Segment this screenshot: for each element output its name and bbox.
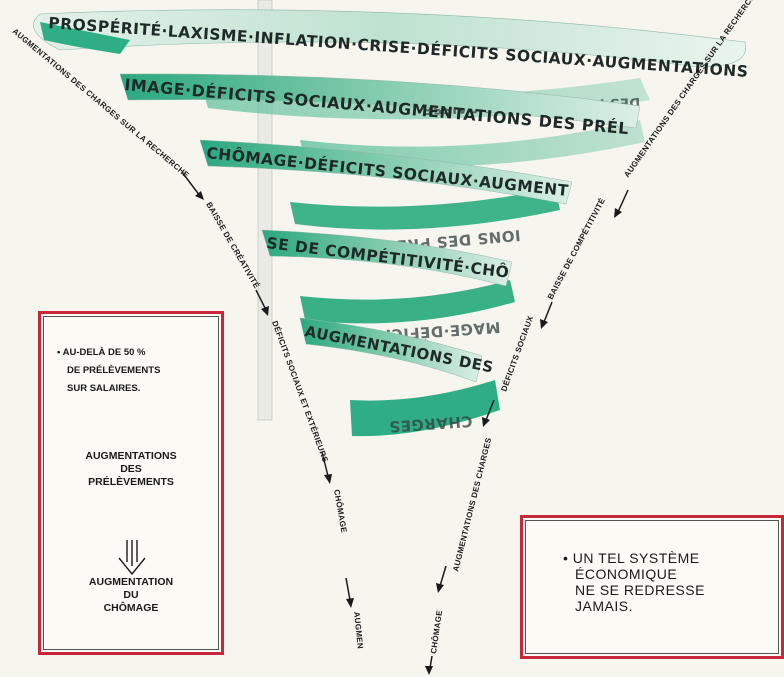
back-band-4 bbox=[300, 280, 515, 324]
band-2 bbox=[119, 73, 641, 129]
band-3 bbox=[199, 139, 573, 205]
left-arrowhead-4 bbox=[346, 598, 354, 608]
band-1-tail bbox=[40, 22, 130, 54]
right-box-line-2: ÉCONOMIQUE bbox=[575, 566, 678, 582]
band-4 bbox=[261, 229, 513, 287]
left-box-effect: AUGMENTATION DU CHÔMAGE bbox=[41, 576, 221, 615]
left-explanation-box: • AU-DELÀ DE 50 % DE PRÉLÈVEMENTS SUR SA… bbox=[38, 311, 224, 655]
left-box-cause: AUGMENTATIONS DES PRÉLÈVEMENTS bbox=[41, 450, 221, 489]
back-text-4: CHARGES bbox=[388, 412, 473, 436]
right-arrowhead-2 bbox=[540, 319, 548, 329]
left-box-cause-line-2: DES bbox=[120, 463, 142, 475]
back-band-3 bbox=[290, 188, 560, 230]
spiral-axis bbox=[257, 0, 273, 421]
left-creativite: BAISSE DE CRÉATIVITÉ bbox=[204, 201, 261, 291]
right-deficits: DÉFICITS SOCIAUX bbox=[499, 314, 535, 393]
right-arrowhead-4 bbox=[436, 583, 444, 593]
left-chomage: CHÔMAGE bbox=[332, 489, 349, 534]
right-arrow-3 bbox=[485, 399, 495, 421]
left-box-bullet-line-1: • AU-DELÀ DE 50 % bbox=[57, 347, 146, 358]
left-arrow-1 bbox=[181, 171, 201, 197]
left-arrow-4 bbox=[345, 577, 351, 601]
left-arrowhead-1 bbox=[195, 191, 204, 200]
right-box-line-4: JAMAIS. bbox=[575, 598, 633, 614]
right-box-text: • UN TEL SYSTÈME ÉCONOMIQUE NE SE REDRES… bbox=[563, 550, 763, 614]
right-arrow-4 bbox=[439, 565, 447, 587]
right-box-line-1: • UN TEL SYSTÈME bbox=[563, 550, 700, 566]
left-box-effect-line-1: AUGMENTATION bbox=[88, 576, 174, 588]
right-box-line-3: NE SE REDRESSE bbox=[575, 582, 705, 598]
right-chomage: CHÔMAGE bbox=[429, 609, 444, 654]
left-arrowhead-2 bbox=[261, 306, 269, 316]
back-band-5 bbox=[350, 380, 500, 437]
left-box-cause-line-3: PRÉLÈVEMENTS bbox=[88, 476, 174, 488]
implies-arrow-icon bbox=[118, 540, 146, 576]
right-arrow-2 bbox=[543, 301, 553, 323]
left-arrow-3 bbox=[321, 451, 329, 477]
left-box-bullet-line-2: DE PRÉLÈVEMENTS bbox=[67, 365, 161, 376]
left-box-bullet: • AU-DELÀ DE 50 % DE PRÉLÈVEMENTS SUR SA… bbox=[57, 344, 217, 398]
left-box-effect-line-3: CHÔMAGE bbox=[103, 602, 159, 614]
right-arrowhead-3 bbox=[482, 417, 490, 427]
right-competitivite: BAISSE DE COMPÉTITIVITÉ bbox=[546, 196, 607, 301]
band-5 bbox=[299, 317, 483, 383]
right-arrow-1 bbox=[617, 189, 629, 213]
left-arrowhead-3 bbox=[324, 474, 332, 484]
left-arrow-2 bbox=[255, 289, 267, 311]
spiral-front-bands bbox=[33, 9, 747, 383]
left-box-bullet-line-3: SUR SALAIRES. bbox=[67, 383, 141, 394]
right-arrowhead-1 bbox=[614, 208, 622, 218]
right-charges: AUGMENTATIONS DES CHARGES bbox=[451, 436, 493, 572]
left-augmen: AUGMEN bbox=[352, 611, 365, 649]
left-box-effect-line-2: DU bbox=[123, 589, 139, 601]
right-arrowhead-5 bbox=[425, 666, 433, 675]
left-box-cause-line-1: AUGMENTATIONS bbox=[85, 450, 177, 462]
right-conclusion-box: • UN TEL SYSTÈME ÉCONOMIQUE NE SE REDRES… bbox=[520, 515, 784, 659]
